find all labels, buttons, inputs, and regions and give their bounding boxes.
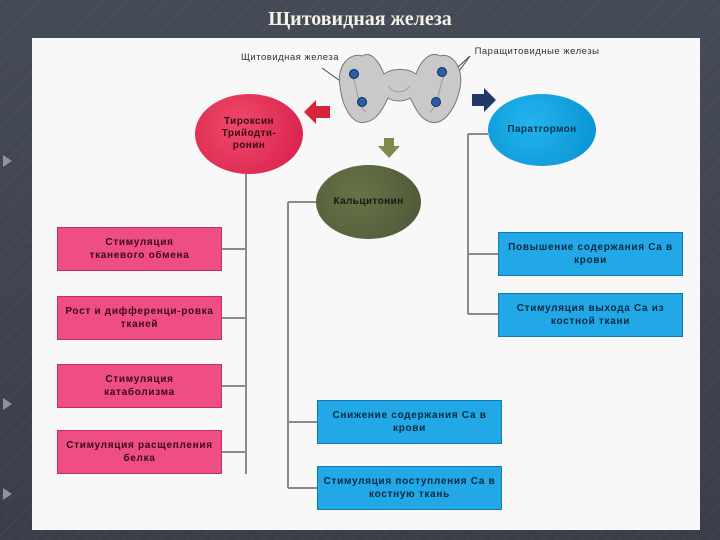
effect-label: Повышение содержания Са в крови [508, 242, 673, 266]
parathormone-label: Паратгормон [507, 124, 577, 135]
effect-label: Рост и дифференци-ровка тканей [65, 306, 214, 330]
parathyroid-gland-icon [437, 67, 447, 77]
calcitonin-circle: Кальцитонин [316, 165, 421, 239]
effect-label: Стимуляция выхода Са из костной ткани [516, 303, 665, 327]
effect-label: Стимуляция расщепления белка [66, 440, 213, 464]
arrow-left-icon [304, 100, 330, 124]
diagram-panel: Щитовидная железа Паращитовидные железы … [32, 38, 700, 530]
thyroxine-effect-box: Рост и дифференци-ровка тканей [57, 296, 222, 340]
arrow-down-icon [378, 138, 400, 158]
effect-label: Снижение содержания Са в крови [332, 410, 487, 434]
thyroxine-circle: Тироксин Трийодти-ронин [195, 94, 303, 174]
parathyroid-gland-icon [431, 97, 441, 107]
thyroxine-effect-box: Стимуляция катаболизма [57, 364, 222, 408]
thyroxine-effect-box: Стимуляция расщепления белка [57, 430, 222, 474]
parathyroid-label: Паращитовидные железы [474, 46, 600, 57]
parathyroid-gland-icon [357, 97, 367, 107]
calcitonin-label: Кальцитонин [333, 196, 404, 207]
thyroxine-label: Тироксин Трийодти-ронин [221, 116, 277, 151]
effect-label: Стимуляция поступления Са в костную ткан… [323, 476, 496, 500]
parathyroid-gland-icon [349, 69, 359, 79]
parathormone-effect-box: Стимуляция выхода Са из костной ткани [498, 293, 683, 337]
arrow-right-icon [472, 88, 496, 112]
slide-bullet-icon [3, 398, 12, 410]
slide-bullet-icon [3, 155, 12, 167]
thyroid-gland-image [338, 54, 462, 124]
parathormone-circle: Паратгормон [488, 94, 596, 166]
connector-lines [222, 55, 498, 489]
slide-bullet-icon [3, 488, 12, 500]
calcitonin-effect-box: Стимуляция поступления Са в костную ткан… [317, 466, 502, 510]
thyroxine-effect-box: Стимуляция тканевого обмена [57, 227, 222, 271]
effect-label: Стимуляция тканевого обмена [89, 237, 190, 261]
slide-title: Щитовидная железа [268, 8, 452, 30]
effect-label: Стимуляция катаболизма [104, 374, 175, 398]
thyroid-label: Щитовидная железа [240, 52, 340, 63]
calcitonin-effect-box: Снижение содержания Са в крови [317, 400, 502, 444]
parathormone-effect-box: Повышение содержания Са в крови [498, 232, 683, 276]
